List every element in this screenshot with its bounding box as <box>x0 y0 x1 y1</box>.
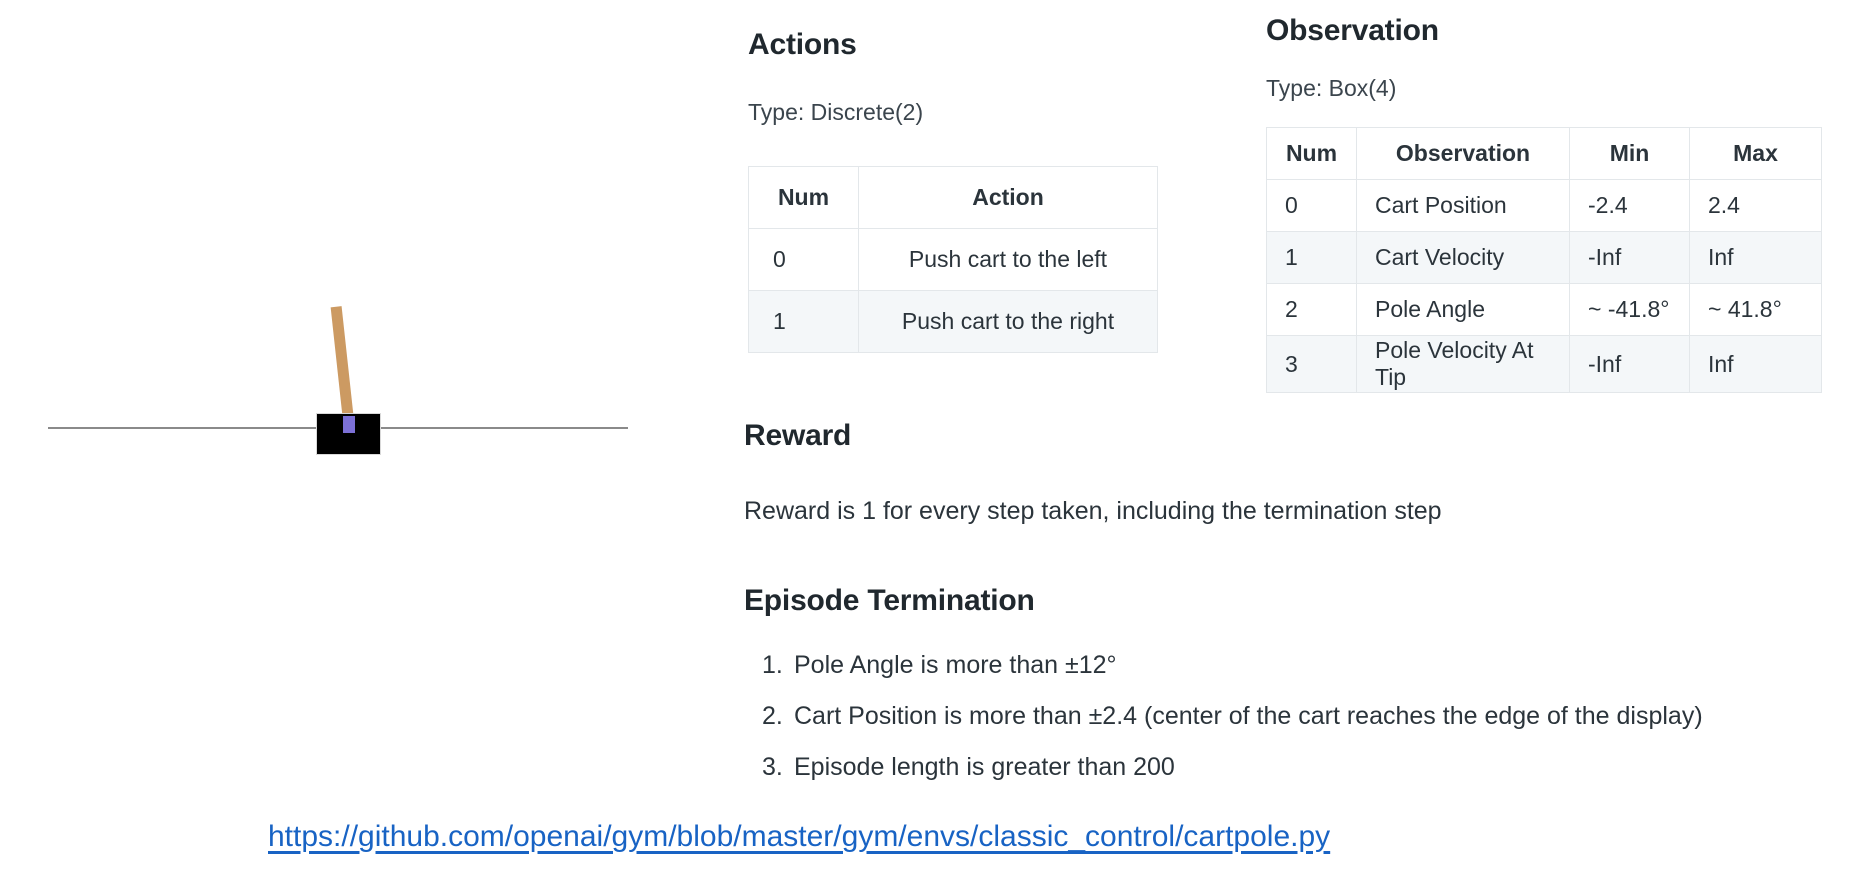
table-header-row: Num Action <box>748 166 1158 229</box>
table-row: 3 Pole Velocity At Tip -Inf Inf <box>1266 335 1822 393</box>
column-header-action: Action <box>858 166 1158 229</box>
list-item-marker: 3. <box>762 753 783 781</box>
axle-icon <box>343 416 355 433</box>
list-item-text: Episode length is greater than 200 <box>794 753 1175 781</box>
cell-num: 0 <box>1266 179 1357 232</box>
list-item-text: Pole Angle is more than ±12° <box>794 651 1117 679</box>
table-row: 2 Pole Angle ~ -41.8° ~ 41.8° <box>1266 283 1822 336</box>
list-item: 1. Pole Angle is more than ±12° <box>762 651 1703 680</box>
list-item-marker: 2. <box>762 702 783 730</box>
table-row: 1 Push cart to the right <box>748 290 1158 353</box>
cell-max: Inf <box>1689 231 1822 284</box>
actions-type-line: Type: Discrete(2) <box>748 99 924 125</box>
column-header-min: Min <box>1569 127 1690 180</box>
cell-max: ~ 41.8° <box>1689 283 1822 336</box>
cell-num: 0 <box>748 228 859 291</box>
cell-observation: Cart Velocity <box>1356 231 1570 284</box>
table-header-row: Num Observation Min Max <box>1266 127 1822 180</box>
list-item: 2. Cart Position is more than ±2.4 (cent… <box>762 702 1703 731</box>
cell-max: 2.4 <box>1689 179 1822 232</box>
cell-num: 3 <box>1266 335 1357 393</box>
cell-min: ~ -41.8° <box>1569 283 1690 336</box>
cell-num: 1 <box>1266 231 1357 284</box>
observation-type-line: Type: Box(4) <box>1266 75 1397 101</box>
reward-text: Reward is 1 for every step taken, includ… <box>744 497 1442 525</box>
observation-table-wrap: Num Observation Min Max 0 Cart Position … <box>1266 127 1822 393</box>
cell-num: 1 <box>748 290 859 353</box>
actions-heading: Actions <box>748 28 857 61</box>
list-item-marker: 1. <box>762 651 783 679</box>
actions-table-wrap: Num Action 0 Push cart to the left 1 Pus… <box>748 166 1158 353</box>
table-row: 1 Cart Velocity -Inf Inf <box>1266 231 1822 284</box>
episode-termination-list-wrap: 1. Pole Angle is more than ±12° 2. Cart … <box>762 651 1703 804</box>
observation-heading: Observation <box>1266 14 1439 47</box>
cell-min: -2.4 <box>1569 179 1690 232</box>
observation-table: Num Observation Min Max 0 Cart Position … <box>1266 127 1822 393</box>
column-header-observation: Observation <box>1356 127 1570 180</box>
cell-observation: Cart Position <box>1356 179 1570 232</box>
episode-termination-heading: Episode Termination <box>744 584 1035 617</box>
cartpole-illustration <box>0 250 680 480</box>
table-row: 0 Cart Position -2.4 2.4 <box>1266 179 1822 232</box>
column-header-max: Max <box>1689 127 1822 180</box>
column-header-num: Num <box>1266 127 1357 180</box>
cart-icon <box>316 413 381 455</box>
cell-observation: Pole Angle <box>1356 283 1570 336</box>
termination-list: 1. Pole Angle is more than ±12° 2. Cart … <box>762 651 1703 782</box>
cell-max: Inf <box>1689 335 1822 393</box>
list-item: 3. Episode length is greater than 200 <box>762 753 1703 782</box>
source-code-link[interactable]: https://github.com/openai/gym/blob/maste… <box>268 820 1331 853</box>
cell-min: -Inf <box>1569 231 1690 284</box>
cell-action: Push cart to the right <box>858 290 1158 353</box>
column-header-num: Num <box>748 166 859 229</box>
cell-num: 2 <box>1266 283 1357 336</box>
cell-observation: Pole Velocity At Tip <box>1356 335 1570 393</box>
table-row: 0 Push cart to the left <box>748 228 1158 291</box>
cell-min: -Inf <box>1569 335 1690 393</box>
cell-action: Push cart to the left <box>858 228 1158 291</box>
pole-icon <box>330 306 355 431</box>
actions-table: Num Action 0 Push cart to the left 1 Pus… <box>748 166 1158 353</box>
reward-heading: Reward <box>744 419 852 452</box>
list-item-text: Cart Position is more than ±2.4 (center … <box>794 702 1703 730</box>
